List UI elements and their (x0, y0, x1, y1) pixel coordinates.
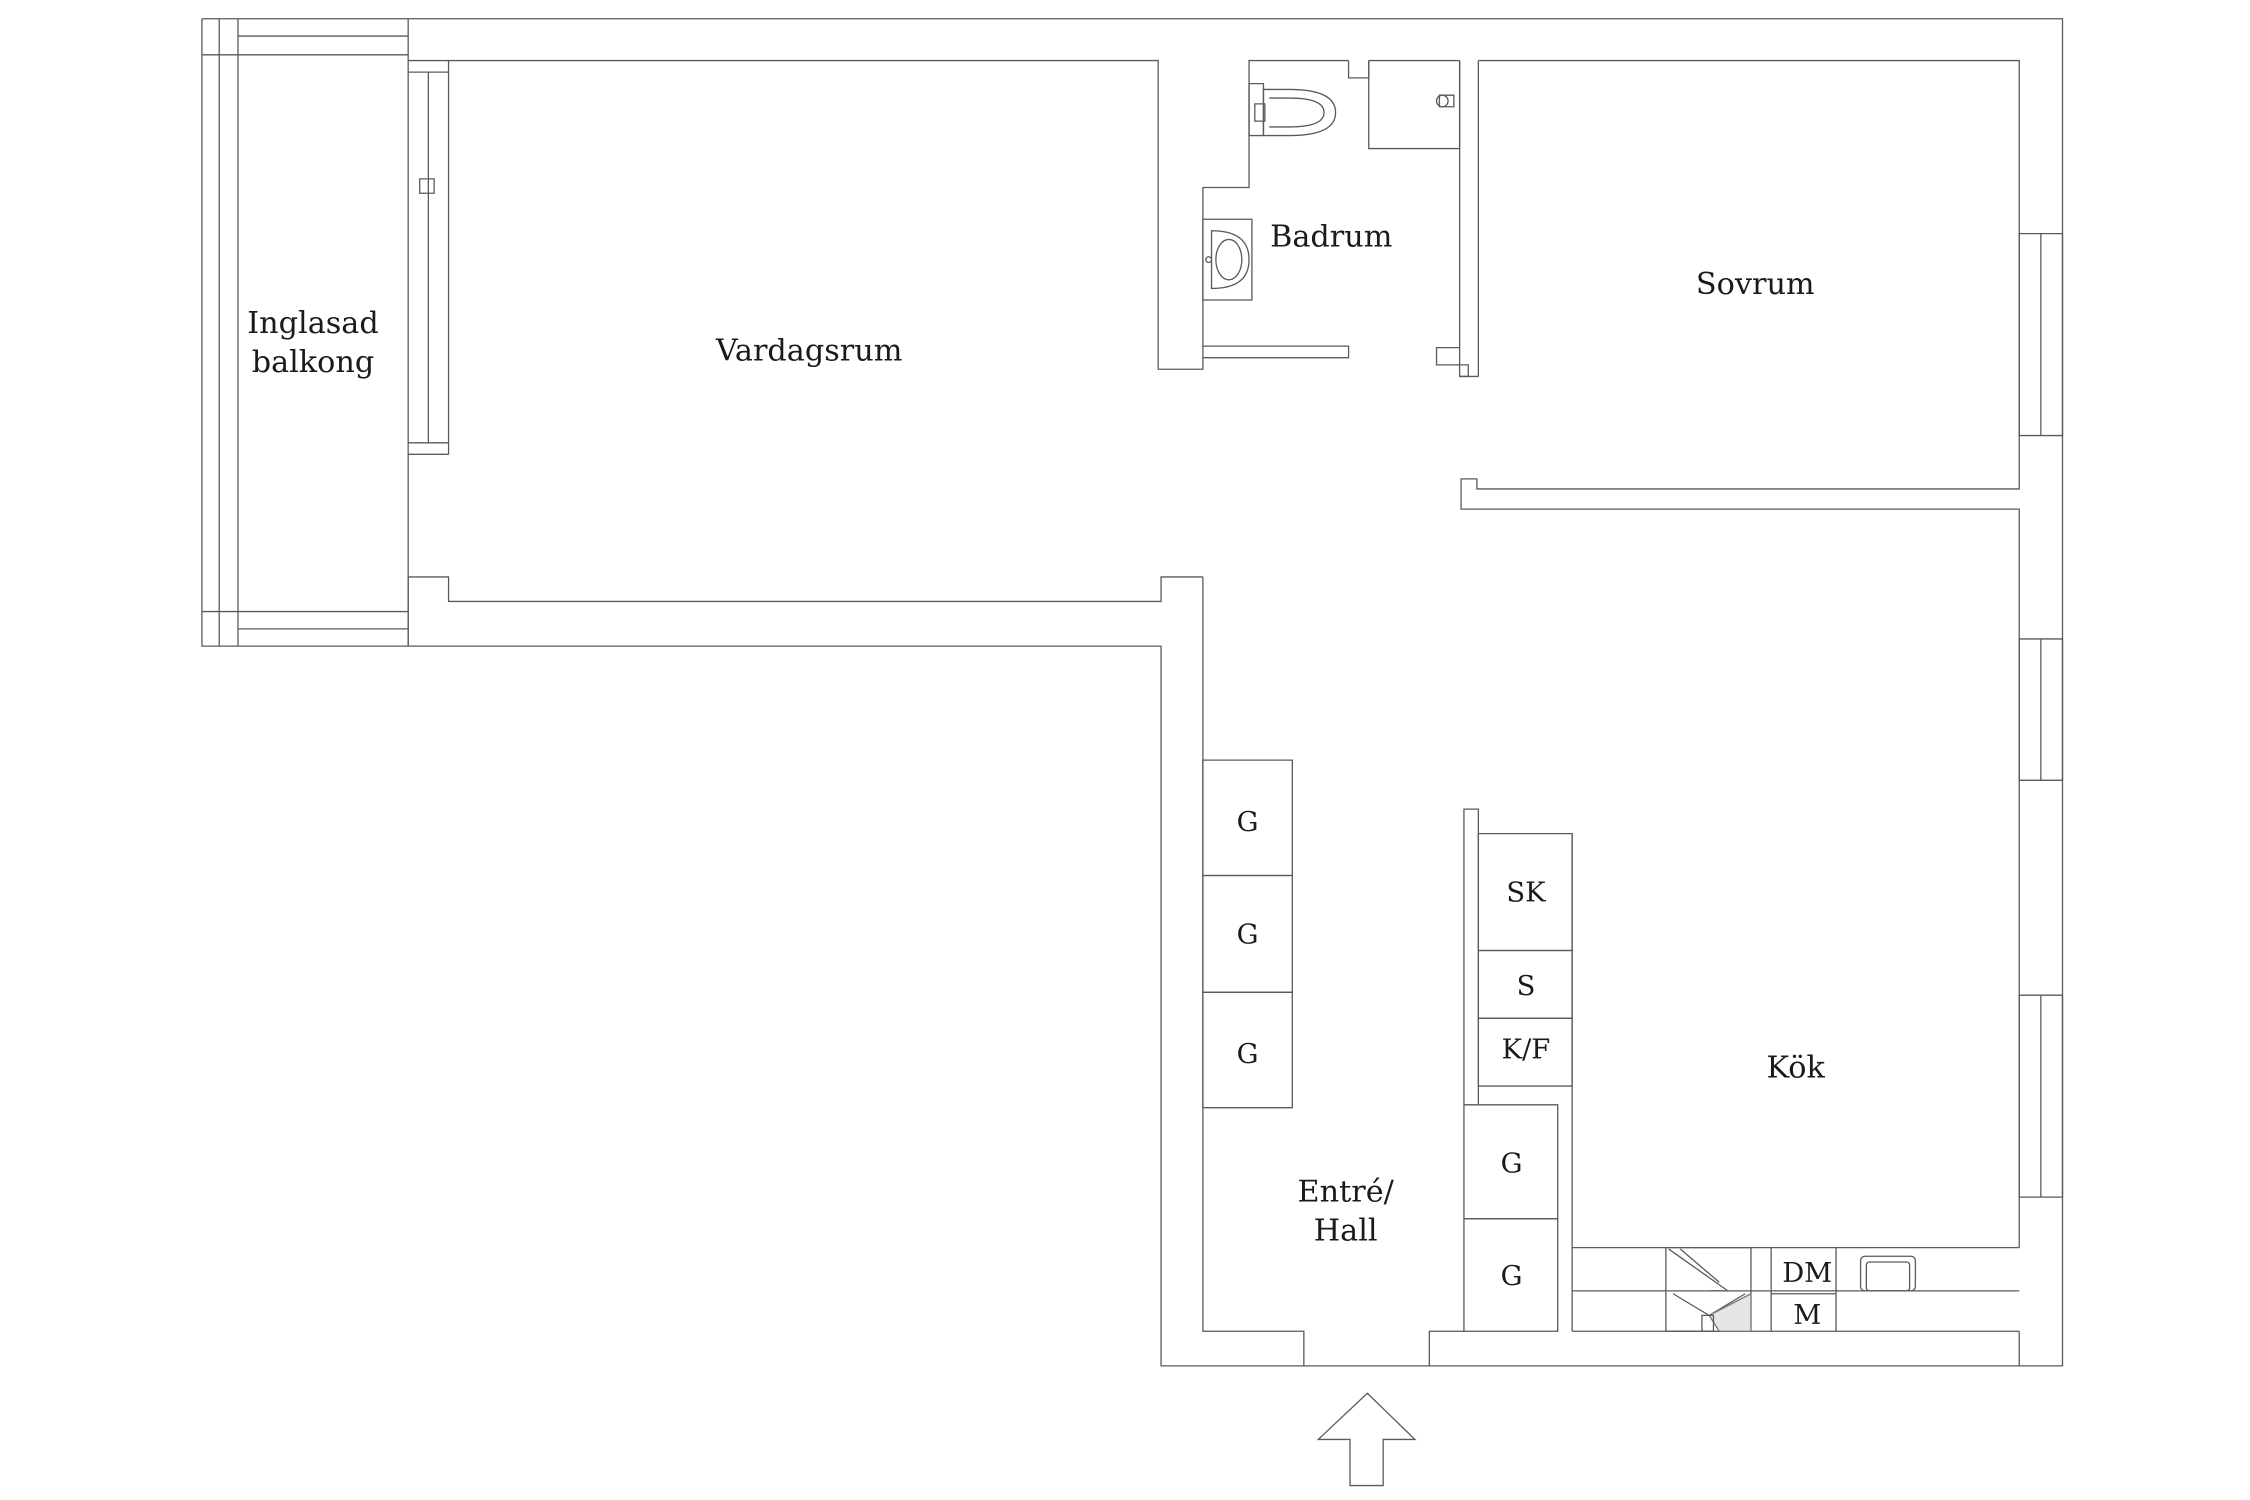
room-label-hall-line1: Entré/ (1298, 1174, 1395, 1209)
room-label-balcony-line2: balkong (252, 345, 375, 380)
room-label-living: Vardagsrum (715, 334, 903, 369)
microwave-label: M (1793, 1300, 1821, 1331)
room-label-hall-line2: Hall (1314, 1213, 1378, 1248)
wardrobe-label: G (1237, 919, 1259, 950)
sink-icon (1203, 219, 1252, 300)
room-label-kitchen: Kök (1766, 1050, 1825, 1085)
unit-labels: G G G G G SK S K/F DM M (1237, 807, 1833, 1331)
kitchen-sink-icon (1666, 1248, 1751, 1332)
room-labels: Inglasad balkong Vardagsrum Badrum Sovru… (247, 220, 1825, 1249)
wardrobe-label: G (1237, 1039, 1259, 1070)
kitchen-divider (1464, 809, 1478, 1105)
stove-icon (1861, 1256, 1916, 1291)
fridge-freezer-label: K/F (1502, 1035, 1551, 1066)
room-label-bedroom: Sovrum (1696, 267, 1815, 302)
entrance-arrow-icon (1318, 1393, 1415, 1485)
room-label-bath: Badrum (1270, 220, 1392, 255)
balcony-glazing (202, 19, 449, 646)
shower-icon (1437, 95, 1454, 107)
room-label-balcony-line1: Inglasad (247, 306, 379, 341)
hall-wardrobes-right (1464, 1105, 1558, 1331)
toilet-icon (1249, 84, 1336, 136)
dishwasher-label: DM (1782, 1258, 1832, 1289)
tall-cabinet-label: SK (1506, 877, 1546, 908)
wardrobe-label: G (1501, 1261, 1523, 1292)
bathroom-walls (1203, 61, 1478, 377)
wardrobe-label: G (1237, 807, 1259, 838)
wardrobe-label: G (1501, 1149, 1523, 1180)
hall-wardrobes-left (1203, 760, 1292, 1108)
freezer-label: S (1517, 971, 1536, 1002)
kitchen-counter (1572, 834, 2019, 1332)
outer-walls (202, 19, 2063, 1366)
